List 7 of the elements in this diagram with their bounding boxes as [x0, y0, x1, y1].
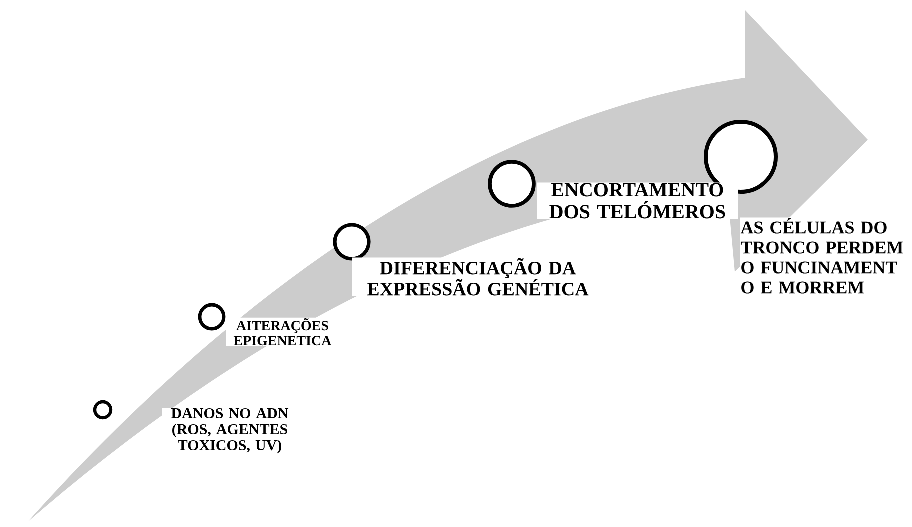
- step-label: DIFERENCIAÇÃO DA EXPRESSÃO GENÉTICA: [352, 258, 604, 296]
- circle-marker: [198, 303, 226, 331]
- circle-marker: [93, 400, 113, 420]
- circle-marker: [333, 223, 371, 261]
- step-label: DANOS NO ADN (ROS, AGENTES TOXICOS, UV): [162, 408, 298, 454]
- step-label: AS CÉLULAS DO TRONCO PERDEM O FUNCINAMENT O E MORREM: [740, 218, 910, 294]
- step-label: AITERAÇÕES EPIGENETICA: [226, 318, 340, 346]
